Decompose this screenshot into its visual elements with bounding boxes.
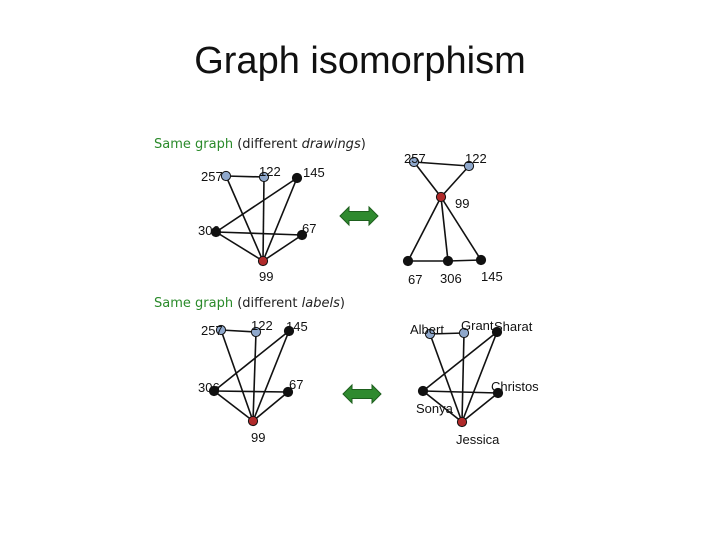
graph-edge xyxy=(422,390,463,423)
caption-highlight: Same graph xyxy=(154,137,234,152)
graph-edge xyxy=(422,390,499,394)
node-label: 122 xyxy=(251,318,273,333)
graph-node xyxy=(424,328,436,340)
graph-node xyxy=(435,191,447,203)
graph-edge xyxy=(215,177,298,233)
graph-edge xyxy=(215,231,303,236)
graph-node xyxy=(296,229,308,241)
graph-node xyxy=(283,325,295,337)
slide-title: Graph isomorphism xyxy=(194,40,526,82)
node-label: 257 xyxy=(404,151,426,166)
graph-node xyxy=(291,172,303,184)
graph-edge xyxy=(429,332,465,335)
graph-node xyxy=(220,170,232,182)
node-label: 306 xyxy=(198,223,220,238)
node-label: Sonya xyxy=(416,401,454,416)
double-arrow-icon xyxy=(342,383,382,405)
caption-open: (different xyxy=(233,137,302,152)
graph-node xyxy=(257,255,269,267)
node-label: 99 xyxy=(455,196,469,211)
node-label: Grant xyxy=(461,318,494,333)
graph-node xyxy=(417,385,429,397)
graph-node xyxy=(208,385,220,397)
caption-close: ) xyxy=(339,296,345,311)
graph-node xyxy=(282,386,294,398)
caption-emph: drawings xyxy=(301,137,361,152)
caption-drawings: Same graph (different drawings) xyxy=(154,137,366,152)
caption-open: (different xyxy=(233,296,302,311)
caption-labels: Same graph (different labels) xyxy=(154,296,345,311)
graph-node xyxy=(210,226,222,238)
graph-edge xyxy=(262,177,298,262)
graph-node xyxy=(247,415,259,427)
graph-edge xyxy=(252,330,290,422)
graph-edge xyxy=(213,390,254,422)
caption-highlight: Same graph xyxy=(154,296,234,311)
graph-node xyxy=(402,255,414,267)
node-label: 306 xyxy=(440,271,462,286)
node-label: 145 xyxy=(303,165,325,180)
graph-node xyxy=(258,171,270,183)
graph-edge xyxy=(252,331,257,422)
graph-edge xyxy=(252,391,289,422)
graph-node xyxy=(250,326,262,338)
graph-edge xyxy=(213,390,289,393)
node-label: 145 xyxy=(481,269,503,284)
graph-node xyxy=(491,326,503,338)
graph-edge xyxy=(461,331,498,423)
graph-node xyxy=(475,254,487,266)
node-label: 67 xyxy=(289,377,303,392)
graph-node xyxy=(456,416,468,428)
graph-edge xyxy=(461,332,465,423)
graph-edge xyxy=(440,165,470,198)
graph-node xyxy=(442,255,454,267)
graph-edge xyxy=(220,329,254,422)
graph-node xyxy=(458,327,470,339)
node-label: Jessica xyxy=(456,432,500,447)
node-label: 67 xyxy=(408,272,422,287)
node-label: Christos xyxy=(491,379,539,394)
node-label: Albert xyxy=(410,322,444,337)
node-label: 67 xyxy=(302,221,316,236)
node-label: 257 xyxy=(201,169,223,184)
graph-node xyxy=(215,324,227,336)
graph-edge xyxy=(422,331,498,392)
graph-edge xyxy=(225,175,264,262)
graph-edge xyxy=(447,259,482,262)
graph-edge xyxy=(461,392,499,423)
graph-node xyxy=(492,387,504,399)
node-label: 99 xyxy=(259,269,273,284)
graph-edge xyxy=(262,234,303,262)
graph-edge xyxy=(440,196,482,261)
graph-edge xyxy=(215,231,264,262)
double-arrow-icon xyxy=(339,205,379,227)
graph-node xyxy=(463,160,475,172)
node-label: 99 xyxy=(251,430,265,445)
graph-edge xyxy=(225,175,265,178)
caption-close: ) xyxy=(360,137,366,152)
node-label: 122 xyxy=(259,164,281,179)
node-label: 122 xyxy=(465,151,487,166)
graph-edge xyxy=(413,161,442,198)
node-label: Sharat xyxy=(494,319,533,334)
caption-emph: labels xyxy=(301,296,340,311)
graph-edge xyxy=(407,196,442,262)
graph-edge xyxy=(440,196,449,262)
graph-edge xyxy=(213,330,290,392)
node-label: 306 xyxy=(198,380,220,395)
graph-edge xyxy=(429,333,463,423)
graph-edge xyxy=(220,329,257,333)
node-label: 257 xyxy=(201,323,223,338)
graph-edge xyxy=(262,176,265,262)
node-label: 145 xyxy=(286,319,308,334)
graph-node xyxy=(408,156,420,168)
graph-edge xyxy=(413,161,470,167)
